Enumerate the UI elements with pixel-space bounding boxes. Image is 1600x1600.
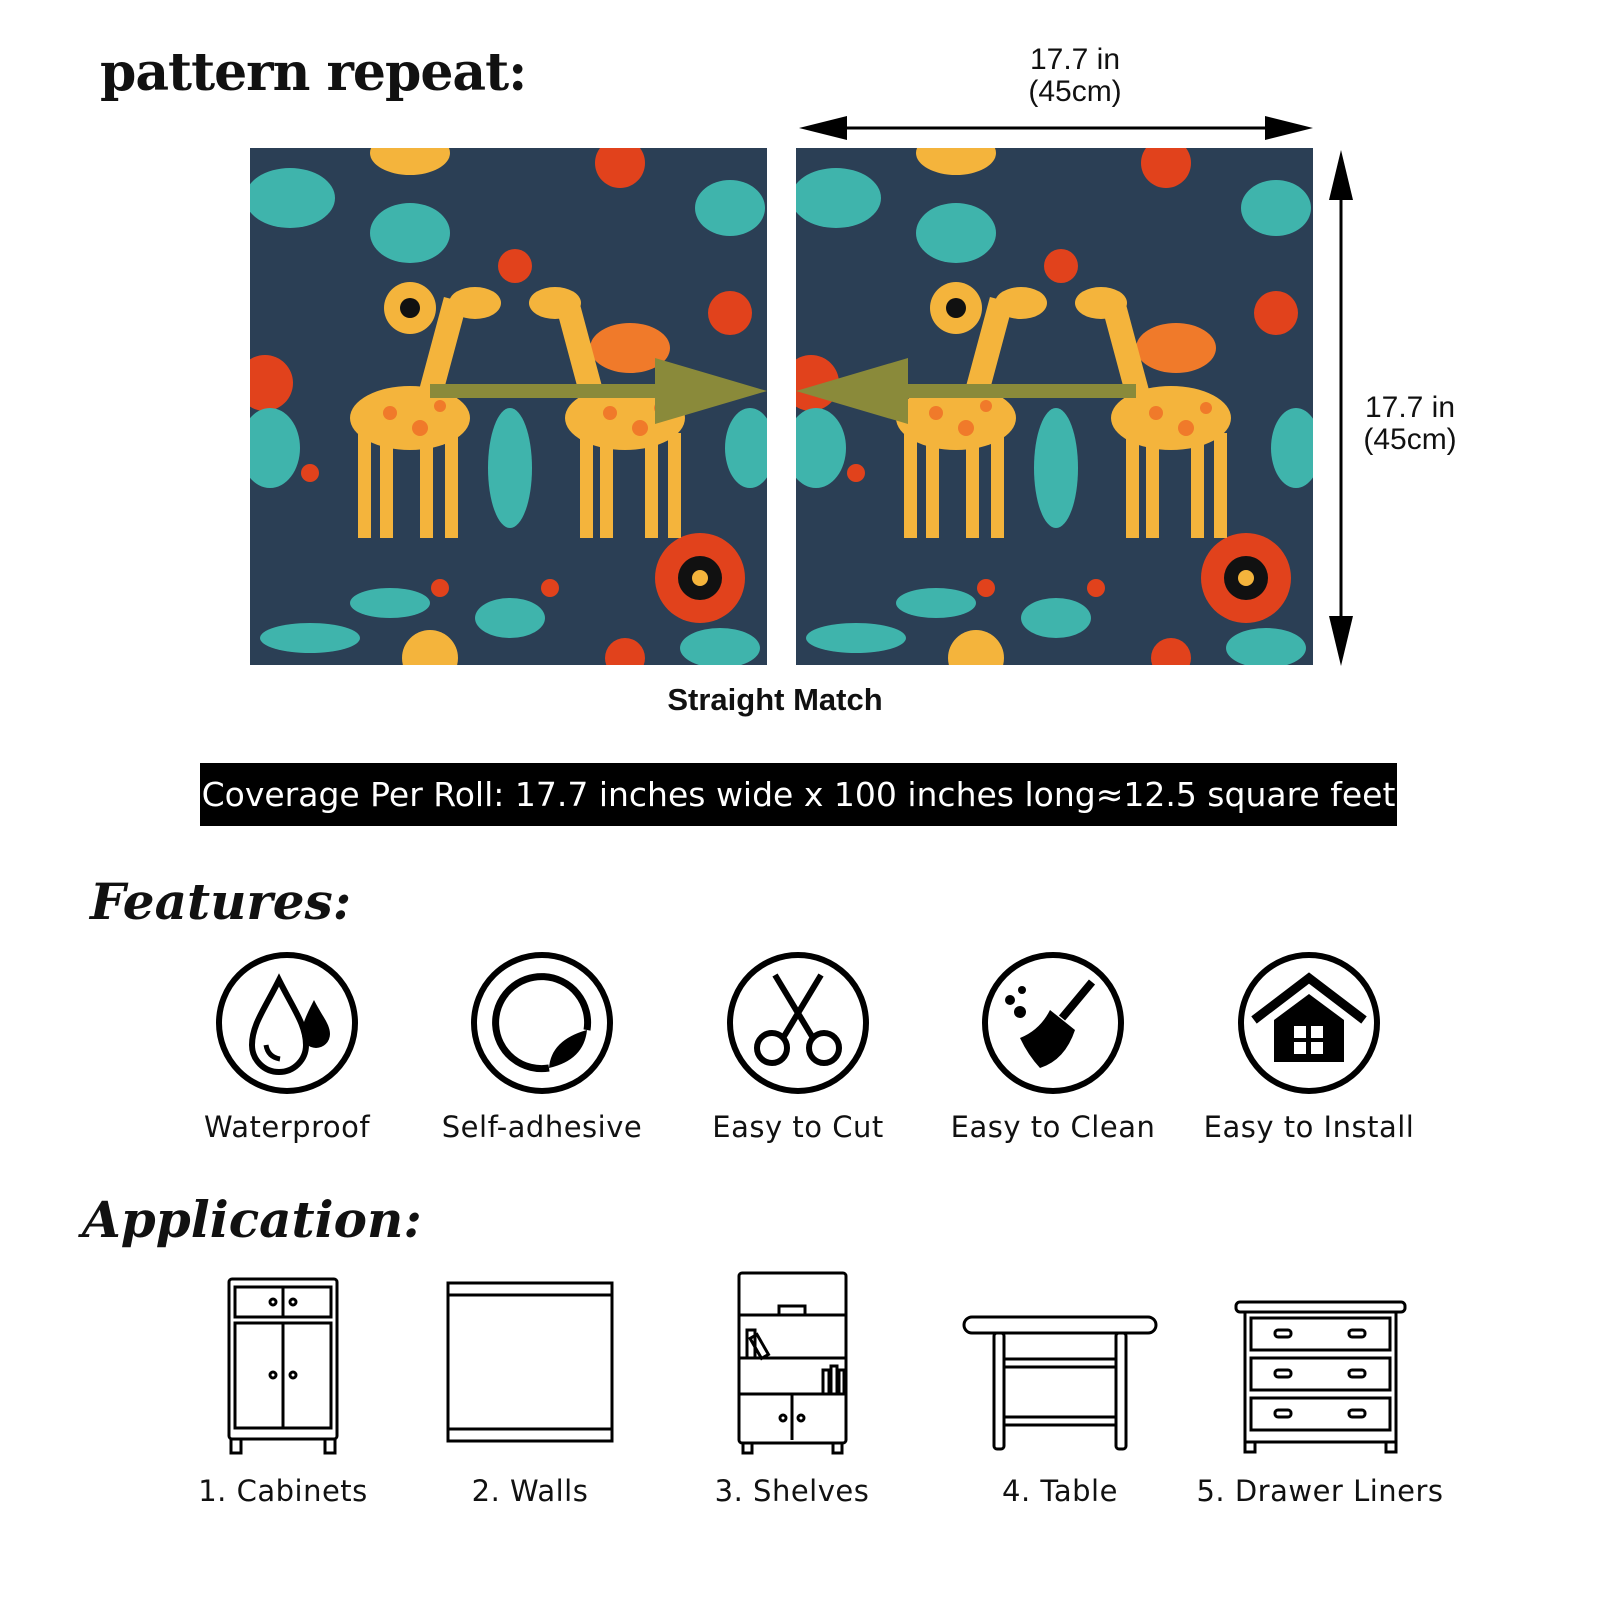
- width-arrow-icon: [799, 116, 1313, 140]
- height-cm: (45cm): [1363, 423, 1457, 456]
- table-icon: [962, 1315, 1158, 1451]
- wall-icon: [446, 1281, 614, 1443]
- height-arrow-icon: [1329, 150, 1353, 666]
- application-heading: Application:: [82, 1190, 422, 1249]
- feature-waterproof: Waterproof: [167, 950, 407, 1144]
- features-heading: Features:: [90, 872, 352, 931]
- coverage-banner: Coverage Per Roll: 17.7 inches wide x 10…: [200, 763, 1397, 826]
- pattern-tile-right: [796, 148, 1313, 665]
- application-table: 4. Table: [930, 1275, 1190, 1508]
- feature-label: Waterproof: [203, 1110, 371, 1144]
- house-icon: [1238, 952, 1380, 1094]
- feature-label: Easy to Cut: [712, 1110, 884, 1144]
- feature-easy-to-clean: Easy to Clean: [933, 950, 1173, 1144]
- application-drawer-liners: 5. Drawer Liners: [1190, 1275, 1450, 1508]
- pattern-tile-left: [250, 148, 767, 665]
- feature-easy-to-cut: Easy to Cut: [678, 950, 918, 1144]
- feature-self-adhesive: Self-adhesive: [422, 950, 662, 1144]
- straight-match-label: Straight Match: [667, 682, 883, 717]
- shelf-icon: [737, 1271, 847, 1455]
- feature-label: Easy to Clean: [950, 1110, 1156, 1144]
- application-label: 4. Table: [1002, 1474, 1118, 1508]
- broom-icon: [982, 952, 1124, 1094]
- page-title: pattern repeat:: [100, 42, 527, 103]
- width-inches: 17.7 in: [1029, 43, 1121, 76]
- application-walls: 2. Walls: [400, 1275, 660, 1508]
- peel-sticker-icon: [471, 952, 613, 1094]
- cabinet-icon: [227, 1277, 339, 1455]
- water-drop-icon: [216, 952, 358, 1094]
- application-shelves: 3. Shelves: [662, 1270, 922, 1508]
- height-inches: 17.7 in: [1364, 391, 1456, 424]
- application-label: 1. Cabinets: [198, 1474, 368, 1508]
- width-cm: (45cm): [1028, 75, 1122, 108]
- application-label: 5. Drawer Liners: [1196, 1474, 1444, 1508]
- application-cabinets: 1. Cabinets: [153, 1275, 413, 1508]
- application-label: 2. Walls: [471, 1474, 589, 1508]
- dresser-icon: [1234, 1300, 1406, 1454]
- feature-label: Self-adhesive: [441, 1110, 643, 1144]
- scissors-icon: [727, 952, 869, 1094]
- feature-easy-to-install: Easy to Install: [1189, 950, 1429, 1144]
- height-dimension-label: 17.7 in (45cm): [1340, 392, 1480, 456]
- application-label: 3. Shelves: [714, 1474, 870, 1508]
- feature-label: Easy to Install: [1203, 1110, 1415, 1144]
- width-dimension-label: 17.7 in (45cm): [975, 44, 1175, 108]
